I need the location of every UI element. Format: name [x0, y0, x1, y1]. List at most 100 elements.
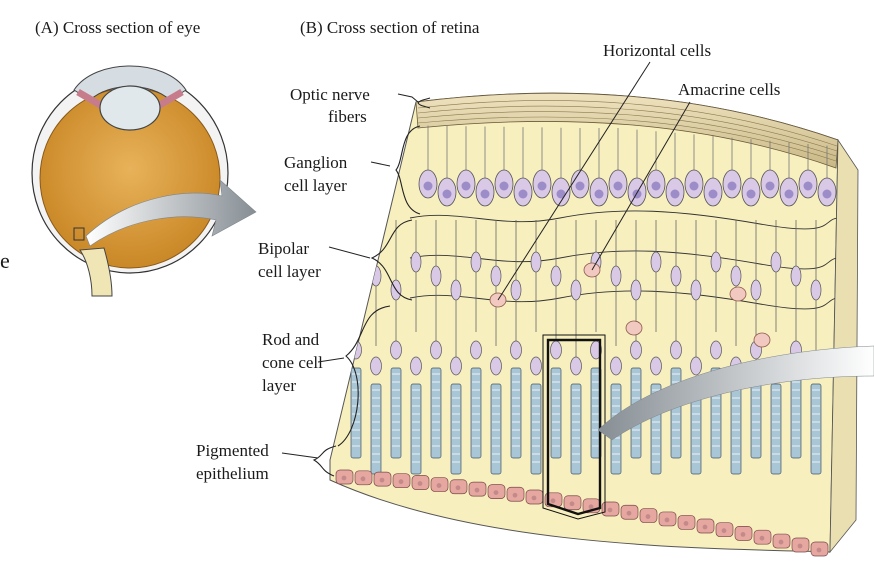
- ganglion-nucleus: [442, 189, 452, 199]
- photoreceptor-nucleus: [510, 340, 522, 360]
- photoreceptor-nucleus: [670, 340, 682, 360]
- ganglion-nucleus: [480, 189, 490, 199]
- photoreceptor-nucleus: [710, 340, 722, 360]
- leader-rodcone: [317, 357, 345, 363]
- ganglion-nucleus: [765, 181, 775, 191]
- panel-a-title: (A) Cross section of eye: [35, 18, 200, 37]
- ganglion-nucleus: [423, 181, 433, 191]
- plexiform-layer: [409, 290, 838, 310]
- cone-outer-segment: [550, 367, 562, 459]
- bipolar-cell: [470, 251, 482, 273]
- label-pigment-line2: epithelium: [196, 464, 269, 483]
- photoreceptor-nucleus: [690, 356, 702, 376]
- label-bipolar-line2: cell layer: [258, 262, 321, 281]
- ganglion-nucleus: [670, 189, 680, 199]
- bipolar-cell: [530, 251, 542, 273]
- bipolar-cell: [730, 265, 742, 287]
- bipolar-cell: [490, 265, 502, 287]
- bipolar-cell: [770, 251, 782, 273]
- bipolar-cell: [630, 279, 642, 301]
- inset-arrow-icon: [597, 345, 874, 441]
- cone-outer-segment: [390, 367, 402, 459]
- leader-optic-nerve: [397, 93, 419, 103]
- rod-outer-segment: [530, 383, 542, 475]
- label-optic-nerve-line2: fibers: [328, 107, 367, 126]
- label-rodcone-line3: layer: [262, 376, 296, 395]
- photoreceptor-nucleus: [470, 340, 482, 360]
- bipolar-cell: [790, 265, 802, 287]
- bipolar-cell: [810, 279, 822, 301]
- photoreceptor-nucleus: [450, 356, 462, 376]
- ganglion-nucleus: [822, 189, 832, 199]
- photoreceptor-nucleus: [610, 356, 622, 376]
- label-optic-nerve-line1: Optic nerve: [290, 85, 370, 104]
- leader-ganglion: [370, 161, 391, 167]
- bipolar-cell: [550, 265, 562, 287]
- photoreceptor-nucleus: [570, 356, 582, 376]
- cone-outer-segment: [670, 367, 682, 459]
- ganglion-nucleus: [537, 181, 547, 191]
- panel-b-title: (B) Cross section of retina: [300, 18, 480, 37]
- ganglion-nucleus: [708, 189, 718, 199]
- bipolar-cell: [450, 279, 462, 301]
- bipolar-cell: [650, 251, 662, 273]
- photoreceptor-nucleus: [630, 340, 642, 360]
- photoreceptor-nucleus: [490, 356, 502, 376]
- label-amacrine-cells: Amacrine cells: [678, 80, 780, 99]
- rod-outer-segment: [450, 383, 462, 475]
- label-ganglion-line1: Ganglion: [284, 153, 348, 172]
- photoreceptor-nucleus: [430, 340, 442, 360]
- curved-arrow-icon: [85, 179, 257, 247]
- photoreceptor-nucleus: [370, 356, 382, 376]
- ganglion-nucleus: [518, 189, 528, 199]
- cone-outer-segment: [510, 367, 522, 459]
- label-horizontal-cells: Horizontal cells: [603, 41, 711, 60]
- bipolar-cell: [670, 265, 682, 287]
- brace-rodcone: [337, 305, 391, 447]
- interneuron-cell: [729, 286, 747, 302]
- photoreceptor-nucleus: [550, 340, 562, 360]
- rod-outer-segment: [730, 383, 742, 475]
- photoreceptor-nucleus: [390, 340, 402, 360]
- plexiform-layer: [409, 250, 838, 270]
- bipolar-cell: [410, 251, 422, 273]
- bipolar-cell: [610, 265, 622, 287]
- ganglion-nucleus: [556, 189, 566, 199]
- eye-cross-section-icon: [31, 65, 229, 297]
- brace-optic: [417, 97, 431, 109]
- bipolar-cell: [750, 279, 762, 301]
- retina-block: [329, 92, 859, 557]
- photoreceptor-nucleus: [650, 356, 662, 376]
- label-rodcone-line2: cone cell: [262, 353, 323, 372]
- edge-glyph: e: [0, 248, 10, 273]
- ganglion-nucleus: [499, 181, 509, 191]
- brace-pigment: [312, 445, 337, 477]
- ganglion-nucleus: [784, 189, 794, 199]
- ganglion-nucleus: [594, 189, 604, 199]
- rod-outer-segment: [770, 383, 782, 475]
- cone-outer-segment: [790, 367, 802, 459]
- rod-outer-segment: [490, 383, 502, 475]
- leader-pigment: [281, 452, 319, 459]
- rod-outer-segment: [810, 383, 822, 475]
- bipolar-cell: [570, 279, 582, 301]
- bipolar-cell: [510, 279, 522, 301]
- ganglion-nucleus: [632, 189, 642, 199]
- cone-outer-segment: [470, 367, 482, 459]
- ganglion-nucleus: [727, 181, 737, 191]
- bipolar-cell: [710, 251, 722, 273]
- interneuron-cell: [753, 332, 771, 348]
- rod-outer-segment: [570, 383, 582, 475]
- ganglion-nucleus: [575, 181, 585, 191]
- photoreceptor-nucleus: [530, 356, 542, 376]
- leader-amacrine: [591, 101, 691, 271]
- inset-highlight-box: [546, 338, 602, 516]
- leader-horizontal: [497, 61, 651, 301]
- label-pigment-line1: Pigmented: [196, 441, 269, 460]
- ganglion-nucleus: [746, 189, 756, 199]
- ganglion-nucleus: [613, 181, 623, 191]
- label-ganglion-line2: cell layer: [284, 176, 347, 195]
- brace-ganglion: [395, 125, 421, 215]
- rod-outer-segment: [370, 383, 382, 475]
